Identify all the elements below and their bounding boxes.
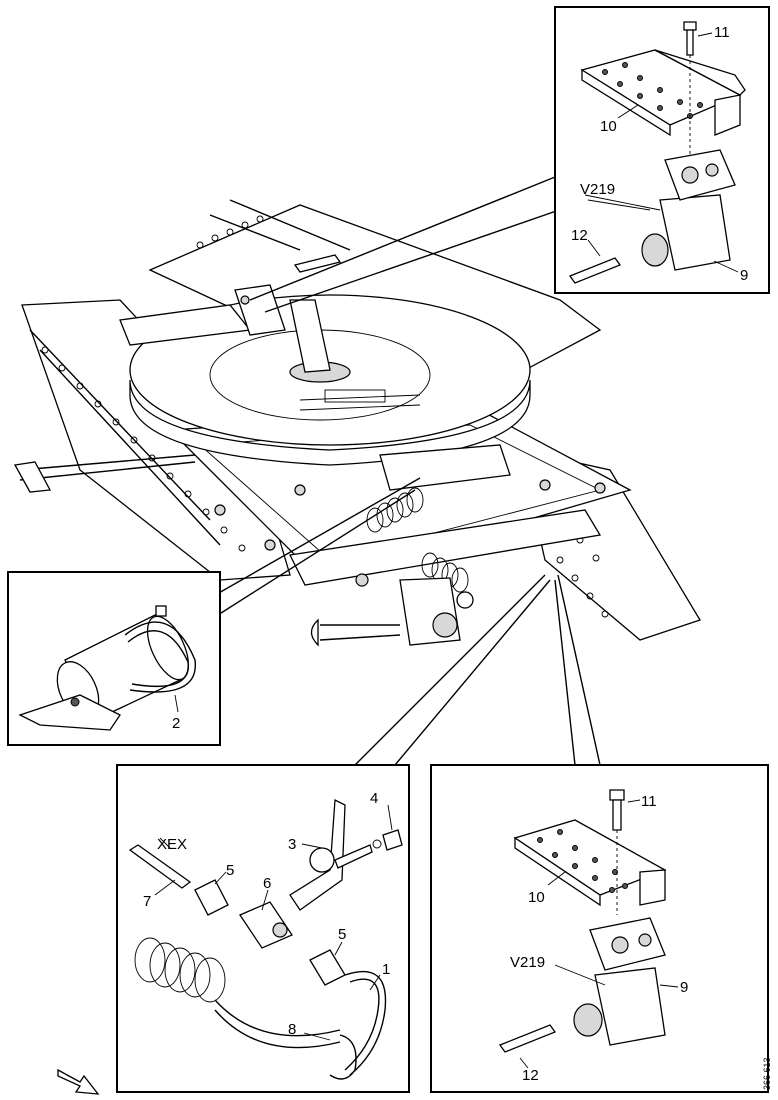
inset-top-valve-body xyxy=(659,194,731,271)
inset-top-bolt xyxy=(683,21,697,31)
inset-bl-nut xyxy=(382,829,403,851)
inset-top-bracket-holes xyxy=(602,62,703,119)
inset-bl-label-hose: 1 xyxy=(382,961,390,978)
inset-top-valve-port xyxy=(641,233,669,267)
leader-lines xyxy=(209,174,601,766)
inset-bl-label-fitting-top: 5 xyxy=(226,862,234,879)
rail-holes-left xyxy=(41,346,246,552)
inset-bl-hose xyxy=(344,970,387,1076)
inset-bottom-left: XEX 1 3 4 5 5 6 7 8 xyxy=(116,764,410,1093)
inset-br-screw xyxy=(498,1024,557,1053)
inset-br-bolt xyxy=(609,789,625,801)
inset-br-label-valve: V219 xyxy=(510,954,545,971)
cross-member xyxy=(289,509,602,586)
inset-top-label-bolt: 11 xyxy=(714,24,730,41)
inset-bl-label-nut: 4 xyxy=(370,790,378,807)
direction-arrow xyxy=(57,1068,100,1095)
inset-bl-label-clip: 8 xyxy=(288,1021,296,1038)
release-handle xyxy=(19,454,196,471)
inset-bl-plate xyxy=(289,798,346,911)
inset-bl-clip xyxy=(329,1034,357,1080)
inset-top-label-screw: 12 xyxy=(571,227,588,244)
main-assembly xyxy=(13,199,701,647)
spring-coils xyxy=(366,487,469,593)
air-cylinder xyxy=(379,444,511,491)
figure-code: 366 613 xyxy=(762,1057,772,1090)
inset-top-label-valve: V219 xyxy=(580,181,615,198)
inset-bl-label-block: 6 xyxy=(263,875,271,892)
inset-bl-pipe xyxy=(128,844,192,889)
inset-br-label-screw: 12 xyxy=(522,1067,539,1084)
lower-air-pipe xyxy=(319,624,401,641)
inset-br-label-valve-part: 9 xyxy=(680,979,688,996)
inset-bl-label-plate: 3 xyxy=(288,836,296,853)
inset-left: 2 xyxy=(7,571,221,746)
inset-top-label-valve-part: 9 xyxy=(740,267,748,284)
direction-arrow-icon xyxy=(57,1068,100,1095)
inset-left-clamp xyxy=(124,621,196,693)
inset-bl-label-pipe: 7 xyxy=(143,893,151,910)
inset-bl-label-fitting-bottom: 5 xyxy=(338,926,346,943)
inset-top-label-bracket: 10 xyxy=(600,118,617,135)
inset-bottom-right: 11 10 V219 12 9 xyxy=(430,764,769,1093)
lock-lever xyxy=(289,299,331,373)
inset-br-valve-body xyxy=(594,967,666,1046)
inset-bl-label-xex: XEX xyxy=(157,836,187,853)
inset-br-valve-port xyxy=(573,1003,603,1037)
inset-bl-fitting-top xyxy=(194,879,229,916)
inset-top-screw xyxy=(568,257,622,284)
inset-left-mount xyxy=(18,694,121,731)
inset-br-bracket-holes xyxy=(537,829,628,893)
inset-top: 11 10 V219 12 9 xyxy=(554,6,770,294)
rail-holes-rear xyxy=(196,215,264,249)
inset-bl-coil-hose xyxy=(134,937,341,1049)
inset-br-label-bolt: 11 xyxy=(641,793,657,810)
inset-left-label-clamp: 2 xyxy=(172,715,180,732)
inset-br-label-bracket: 10 xyxy=(528,889,545,906)
